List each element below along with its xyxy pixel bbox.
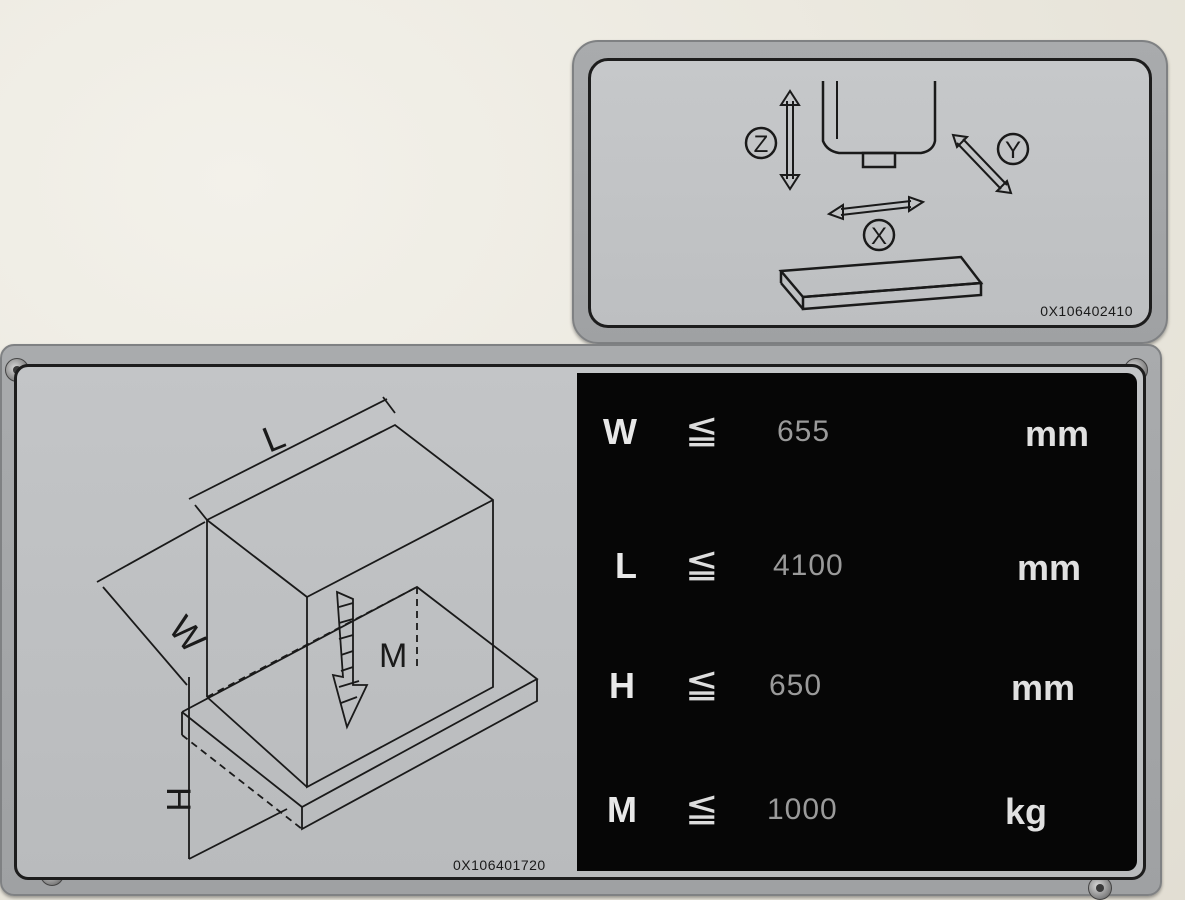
l-extension-left — [194, 504, 208, 521]
capacity-plate-face: L W H M 0X106401720 W ≦ 655 mm L ≦ 4100 … — [14, 364, 1146, 880]
table-hidden-edge — [181, 734, 303, 830]
mass-label: M — [379, 637, 407, 675]
limit-unit: kg — [1005, 791, 1048, 832]
limit-symbol: L — [615, 545, 637, 586]
table-front-edge — [301, 679, 538, 831]
z-axis-badge — [744, 126, 778, 160]
x-axis-arrow — [826, 195, 926, 221]
limit-row-height: H ≦ 650 mm — [577, 662, 1137, 725]
limit-relation: ≦ — [685, 408, 719, 452]
axis-direction-plate: Z Y X — [572, 40, 1168, 344]
x-axis-label: X — [871, 223, 887, 250]
limit-row-mass: M ≦ 1000 kg — [577, 786, 1137, 849]
axis-plate-face: Z Y X — [588, 58, 1152, 328]
limit-symbol: M — [607, 789, 637, 830]
block-hidden-bottom — [206, 586, 418, 698]
y-axis-label: Y — [1005, 137, 1021, 164]
limit-value: 1000 — [767, 793, 838, 826]
length-label: L — [257, 415, 291, 461]
z-axis-arrow — [779, 89, 801, 191]
spindle-head-outline — [821, 81, 937, 155]
spindle-tool — [861, 151, 897, 169]
l-extension-right — [382, 396, 396, 414]
x-axis-badge — [862, 218, 896, 252]
limit-symbol: H — [609, 665, 635, 706]
workpiece-diagram: L W H M — [96, 396, 539, 860]
limit-unit: mm — [1011, 667, 1076, 708]
axis-diagram: Z Y X — [744, 81, 1030, 311]
limit-row-width: W ≦ 655 mm — [577, 408, 1137, 471]
capacity-plate-code: 0X106401720 — [453, 857, 546, 873]
z-axis-label: Z — [754, 131, 769, 158]
limit-value: 4100 — [773, 549, 844, 582]
l-dimension-line — [188, 398, 388, 500]
block-bottom-left-edge — [206, 696, 308, 788]
limit-value: 650 — [769, 669, 823, 702]
axis-plate-code: 0X106402410 — [1040, 303, 1133, 319]
limit-symbol: W — [603, 411, 637, 452]
table-top-outline — [181, 585, 539, 809]
limit-relation: ≦ — [685, 542, 719, 586]
limit-relation: ≦ — [685, 662, 719, 706]
screw-bottom-right — [1088, 876, 1112, 900]
h-extension-bottom — [188, 808, 288, 860]
workpiece-capacity-plate: L W H M 0X106401720 W ≦ 655 mm L ≦ 4100 … — [0, 344, 1162, 900]
limit-row-length: L ≦ 4100 mm — [577, 542, 1137, 605]
mass-arrow — [331, 590, 369, 730]
block-top-front-edge — [306, 499, 494, 598]
worktable-drawing — [778, 255, 984, 311]
limits-panel: W ≦ 655 mm L ≦ 4100 mm H ≦ 650 mm M ≦ 10… — [577, 373, 1137, 871]
block-outline — [206, 423, 494, 789]
limit-value: 655 — [777, 415, 831, 448]
y-axis-arrow — [951, 133, 1013, 195]
y-axis-badge — [996, 132, 1030, 166]
limit-relation: ≦ — [685, 786, 719, 830]
limit-unit: mm — [1017, 547, 1082, 588]
mass-arrow-hatch — [338, 602, 354, 608]
w-extension-top — [96, 521, 206, 583]
height-label: H — [159, 787, 197, 812]
limit-unit: mm — [1025, 413, 1090, 454]
w-dimension-line — [102, 586, 188, 686]
